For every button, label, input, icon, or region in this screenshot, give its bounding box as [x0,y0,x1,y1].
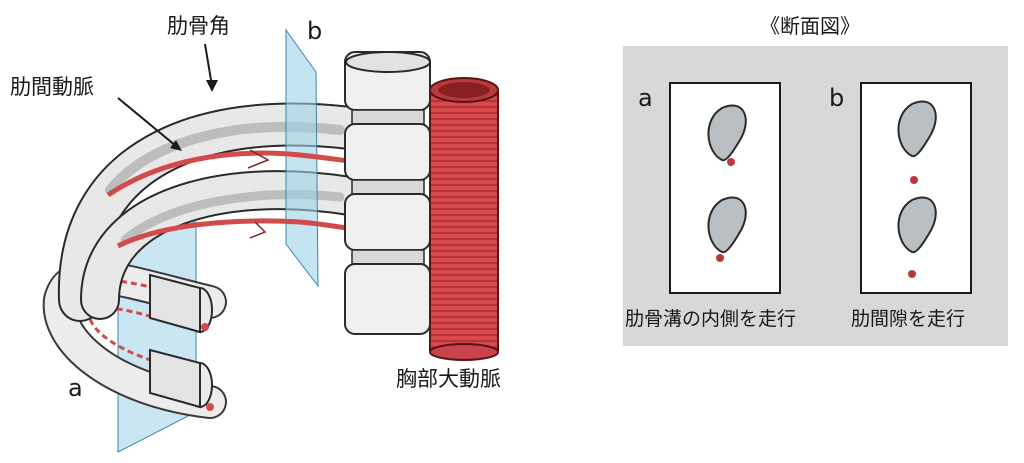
section-b-rib-lower [897,196,937,254]
section-title: 《断面図》 [760,14,860,38]
section-b-caption: 肋間隙を走行 [851,308,966,330]
section-a-artery-lower [716,254,724,262]
section-a-artery-upper [727,158,735,166]
section-a-letter: a [638,84,653,112]
anatomy-illustration [42,28,499,453]
intercostal-artery-label: 肋間動脈 [10,75,94,99]
section-b-rib-upper [897,100,937,158]
section-b-artery-upper [910,176,918,184]
thoracic-aorta [429,77,499,361]
section-a-caption: 肋骨溝の内側を走行 [625,308,797,330]
section-b-letter: b [829,84,845,112]
section-a-rib-upper [707,104,747,162]
section-a-rib-lower [707,196,747,254]
rib-angle-leader [204,43,213,87]
intercostal-artery-leader [117,97,177,147]
plane-b-label: b [307,17,323,45]
plane-a-label: a [68,374,83,402]
thoracic-aorta-label: 胸部大動脈 [396,367,501,391]
section-b-artery-lower [908,270,916,278]
rib-angle-label: 肋骨角 [167,14,230,38]
